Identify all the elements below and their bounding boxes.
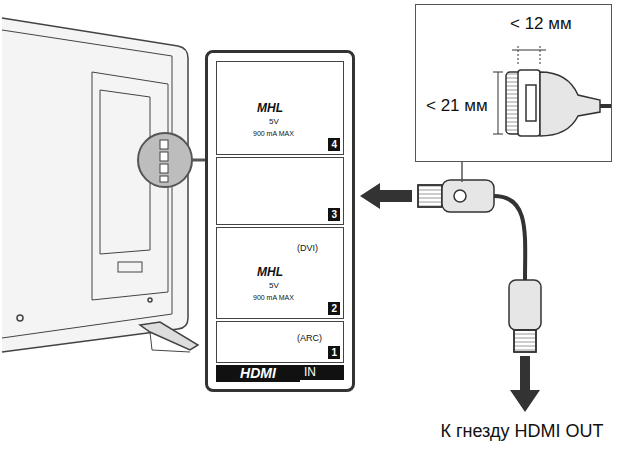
port-note: (DVI)	[297, 244, 318, 254]
dimension-label: < 12 мм	[510, 15, 572, 34]
port-magnifier	[138, 133, 206, 187]
voltage-label: 5V	[269, 118, 279, 127]
mhl-logo: MHL	[257, 266, 283, 279]
insert-arrow	[360, 183, 412, 209]
port-number: 3	[328, 208, 340, 221]
current-label: 900 mA MAX	[253, 130, 294, 138]
tv-back	[2, 18, 198, 352]
callout-leader	[461, 162, 463, 182]
hdmi-plug	[418, 180, 541, 352]
hdmi-logo: HDMI	[216, 365, 300, 382]
down-arrow	[510, 356, 540, 412]
dimension-label: < 21 мм	[426, 97, 488, 116]
port-box: (DVI) MHL 5V 900 mA MAX 2	[216, 227, 344, 319]
port-number: 1	[328, 346, 340, 359]
voltage-label: 5V	[269, 282, 279, 291]
hdmi-panel: MHL 5V 900 mA MAX 4 3 (DVI) MHL 5V 900 mA MAX 2 (A…	[205, 50, 355, 392]
port-group-label: IN	[300, 365, 344, 380]
plug-side-view	[493, 46, 612, 136]
mhl-logo: MHL	[257, 102, 283, 115]
dimension-callout: < 12 мм < 21 мм	[415, 4, 612, 162]
destination-label: К гнезду HDMI OUT	[441, 422, 604, 442]
current-label: 900 mA MAX	[253, 294, 294, 302]
port-number: 4	[328, 138, 340, 151]
port-box: 3	[216, 157, 344, 225]
port-number: 2	[328, 302, 340, 315]
port-box: MHL 5V 900 mA MAX 4	[216, 61, 344, 155]
port-box: (ARC) 1	[216, 321, 344, 363]
port-note: (ARC)	[297, 334, 322, 344]
